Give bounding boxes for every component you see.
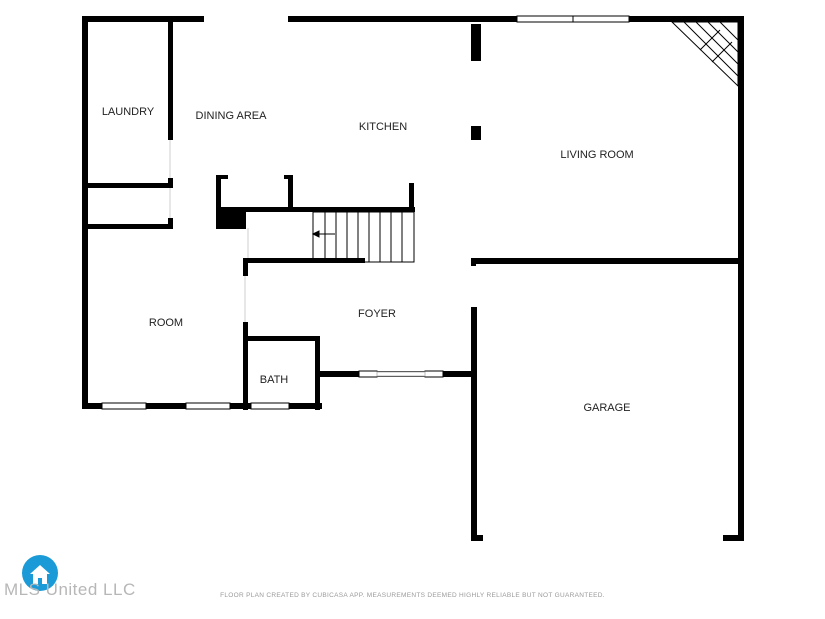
wall-closet-bottom xyxy=(88,224,173,229)
wall-stairs-bottom xyxy=(243,258,365,263)
wall-bath-top xyxy=(244,336,320,341)
corner-fireplace xyxy=(670,21,739,88)
entry-door xyxy=(376,371,426,377)
label-foyer: FOYER xyxy=(358,308,396,320)
wall-laundry-bottom xyxy=(88,183,173,188)
wall-left xyxy=(82,16,88,409)
window-bath xyxy=(250,402,290,410)
wall-top-left xyxy=(82,16,204,22)
wall-stairs-top xyxy=(243,207,415,212)
window-room-2 xyxy=(185,402,231,410)
wall-garage-left xyxy=(471,307,477,541)
windows xyxy=(101,15,630,410)
walls xyxy=(82,16,744,541)
wall-right xyxy=(738,16,744,541)
label-laundry: LAUNDRY xyxy=(102,106,155,118)
label-bath: BATH xyxy=(260,374,289,386)
stair-arrow-head xyxy=(311,230,320,238)
column-block xyxy=(216,207,246,229)
watermark-brand: MLS United LLC xyxy=(4,580,136,599)
label-room: ROOM xyxy=(149,317,183,329)
house-logo-icon xyxy=(20,553,60,593)
wall-top-right xyxy=(288,16,744,22)
entry-sidelight-2 xyxy=(424,370,444,378)
label-garage: GARAGE xyxy=(583,402,630,414)
label-dining-area: DINING AREA xyxy=(196,110,268,122)
label-kitchen: KITCHEN xyxy=(359,121,407,133)
entry-sidelight-1 xyxy=(358,370,378,378)
floor-plan-disclaimer: FLOOR PLAN CREATED BY CUBICASA APP. MEAS… xyxy=(220,592,605,599)
wall-garage-top xyxy=(471,258,744,264)
wall-laundry-right xyxy=(168,22,173,140)
label-living-room: LIVING ROOM xyxy=(560,149,633,161)
staircase xyxy=(311,211,415,263)
window-room-1 xyxy=(101,402,147,410)
